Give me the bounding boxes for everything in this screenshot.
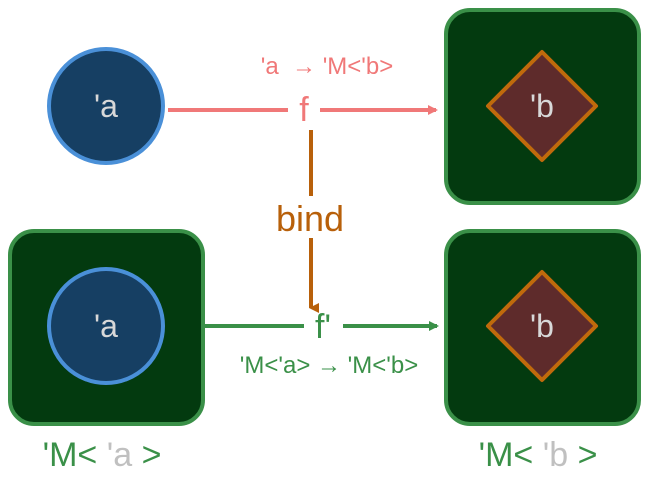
top-function-label: f <box>299 91 309 129</box>
bottom-target-label: 'b <box>530 308 554 344</box>
right-container-caption: 'M< 'b > <box>479 436 598 474</box>
top-source-circle <box>47 47 165 165</box>
bind-label: bind <box>276 198 344 239</box>
top-target-diamond <box>486 50 598 162</box>
bottom-source-label: 'a <box>94 308 118 344</box>
bottom-signature: 'M<'a> → 'M<'b> <box>240 352 418 379</box>
right-caption-suffix: > <box>578 436 598 474</box>
right-caption-prefix: 'M< <box>479 436 534 474</box>
top-target-label: 'b <box>530 88 554 124</box>
top-source-label: 'a <box>94 88 118 124</box>
left-caption-inner: 'a <box>107 436 132 474</box>
left-caption-prefix: 'M< <box>43 436 98 474</box>
top-signature: 'a → 'M<'b> <box>261 53 393 80</box>
left-caption-suffix: > <box>142 436 162 474</box>
bottom-source-circle <box>47 267 165 385</box>
bottom-target-diamond <box>486 270 598 382</box>
right-caption-inner: 'b <box>543 436 568 474</box>
bottom-function-label: f' <box>315 308 331 346</box>
left-container-caption: 'M< 'a > <box>43 436 162 474</box>
